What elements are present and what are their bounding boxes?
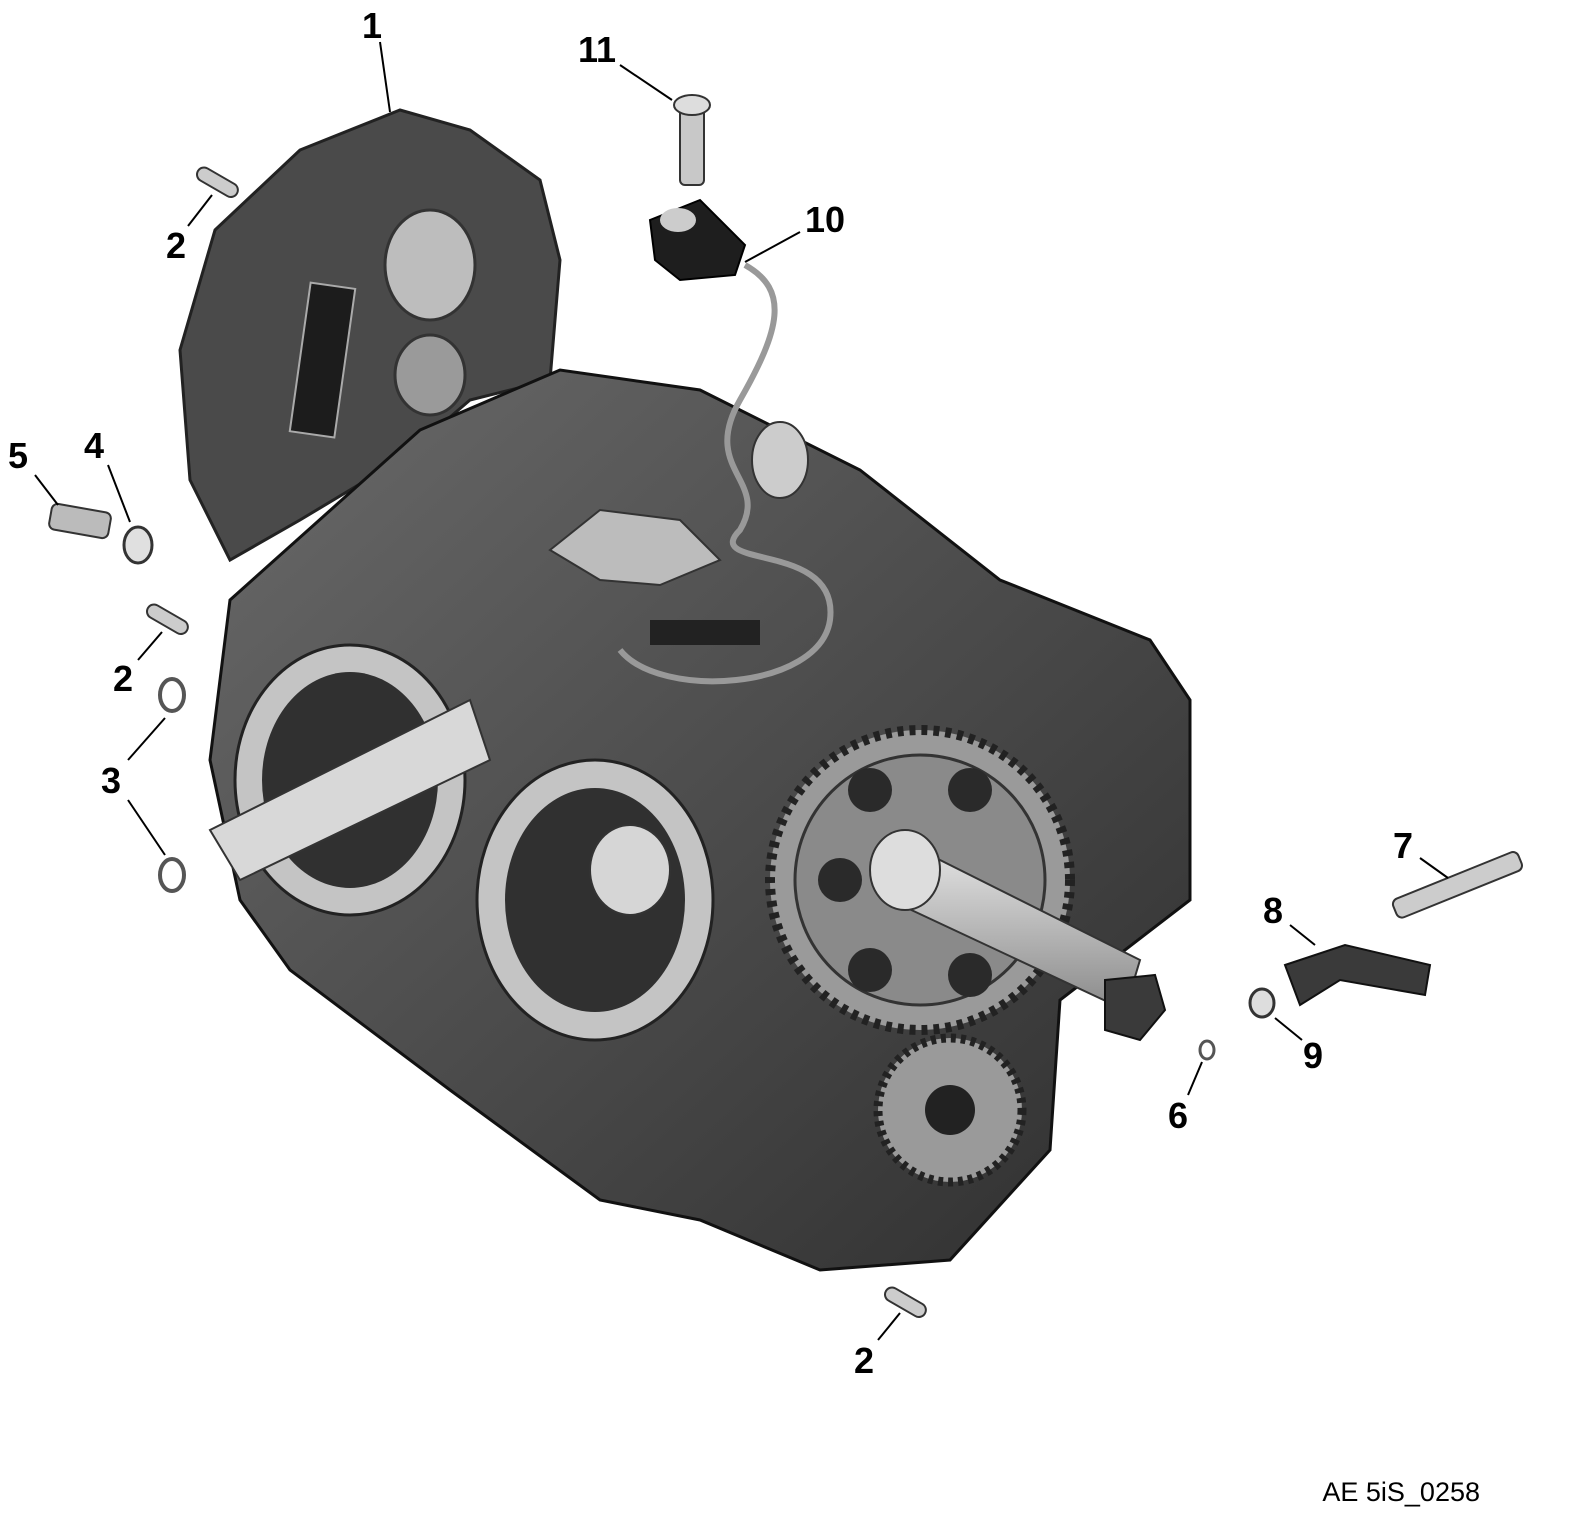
o-ring-part-3 [158,677,186,713]
callout-8: 8 [1263,890,1283,931]
callout-2: 2 [166,225,186,266]
sensor-wire [617,262,834,685]
bolt-part-7 [1391,851,1523,919]
callout-3: 3 [101,760,121,801]
dowel-pin [146,603,189,635]
washer-part-9 [1248,987,1276,1019]
cylinder-right [475,758,715,1042]
balance-shaft [208,698,492,882]
callout-9: 9 [1303,1035,1323,1076]
figure-id: AE 5iS_0258 [1322,1477,1480,1507]
dowel-pin [196,166,239,198]
callout-4: 4 [84,425,104,466]
sensor-bracket [548,508,722,587]
wire-connector [650,620,760,645]
output-shaft [869,829,1167,1042]
callout-6: 6 [1168,1095,1188,1136]
screw-part-11 [673,94,711,186]
callout-7: 7 [1393,825,1413,866]
callout-11: 11 [578,29,616,70]
callout-5: 5 [8,435,28,476]
callout-2: 2 [854,1340,874,1381]
callout-2: 2 [113,658,133,699]
id-plate [288,281,357,439]
callout-1: 1 [362,5,382,46]
o-ring-part-3 [158,857,186,893]
washer-part-4 [122,525,154,565]
dowel-pin [884,1286,927,1318]
leader-lines [34,41,1449,1341]
knock-sensor-part-10 [648,198,747,282]
o-ring-part-6 [1198,1039,1216,1061]
callout-10: 10 [805,199,845,240]
small-gear [873,1033,1027,1187]
sensor-part-8 [1283,943,1432,1007]
screw-part-5 [48,502,112,540]
